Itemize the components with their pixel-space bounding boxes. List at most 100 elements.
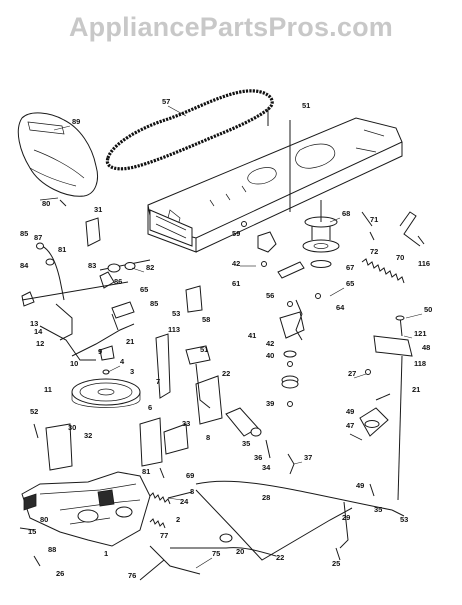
callout-118: 118	[414, 359, 426, 368]
callout-49: 49	[346, 407, 354, 416]
callout-31: 31	[94, 205, 102, 214]
drive-belt-icon	[105, 89, 274, 171]
callout-89: 89	[72, 117, 80, 126]
callout-49b: 49	[356, 481, 364, 490]
support-bracket-icon	[155, 333, 211, 409]
callout-26: 26	[56, 569, 64, 578]
callout-56: 56	[266, 291, 274, 300]
callout-85b: 85	[150, 299, 158, 308]
callout-82: 82	[146, 263, 154, 272]
callout-7: 7	[156, 377, 160, 386]
callout-11: 11	[44, 385, 52, 394]
callout-81b: 81	[142, 467, 150, 476]
callout-27: 27	[348, 369, 356, 378]
callout-72: 72	[370, 247, 378, 256]
callout-59: 59	[232, 229, 240, 238]
shift-lever-icon	[21, 242, 135, 361]
callout-64: 64	[336, 303, 345, 312]
callout-4: 4	[120, 357, 125, 366]
callout-labels: 57 51 89 31 71 68 85 87 81 83 82 72 59 4…	[20, 97, 432, 580]
callout-71: 71	[370, 215, 378, 224]
callout-9: 9	[98, 347, 102, 356]
callout-40: 40	[266, 351, 274, 360]
callout-1: 1	[104, 549, 108, 558]
callout-3: 3	[130, 367, 134, 376]
callout-113: 113	[168, 325, 180, 334]
callout-35b: 35	[374, 505, 382, 514]
callout-20: 20	[236, 547, 244, 556]
callout-21: 21	[126, 337, 134, 346]
callout-53b: 53	[400, 515, 408, 524]
seat-pan-icon	[17, 112, 98, 201]
callout-32: 32	[84, 431, 92, 440]
cable-clip-icon	[287, 453, 295, 475]
callout-37: 37	[304, 453, 312, 462]
callout-70: 70	[396, 253, 404, 262]
hardware-kit-icon	[139, 545, 201, 581]
callout-21b: 21	[412, 385, 420, 394]
callout-42: 42	[232, 259, 240, 268]
callout-57: 57	[162, 97, 170, 106]
callout-68: 68	[342, 209, 350, 218]
callout-6: 6	[148, 403, 152, 412]
spring-icon	[361, 258, 405, 284]
callout-51: 51	[302, 101, 310, 110]
callout-33: 33	[182, 419, 190, 428]
callout-58: 58	[202, 315, 210, 324]
cover-plate-icon	[185, 285, 203, 313]
callout-86: 86	[114, 277, 122, 286]
callout-76: 76	[128, 571, 136, 580]
lift-bracket-icon	[99, 259, 151, 273]
callout-65: 65	[346, 279, 354, 288]
transaxle-icon	[21, 471, 151, 547]
callout-80b: 80	[40, 515, 48, 524]
drive-pulley-icon	[71, 369, 141, 408]
callout-80: 80	[42, 199, 50, 208]
mounting-plate-icon	[85, 217, 101, 247]
return-spring-icon	[149, 491, 193, 529]
callout-87: 87	[34, 233, 42, 242]
bolt-icon	[19, 108, 425, 567]
callout-83: 83	[88, 261, 96, 270]
callout-8b: 8	[190, 487, 194, 496]
callout-47: 47	[346, 421, 354, 430]
callout-121: 121	[414, 329, 427, 338]
watermark: AppliancePartsPros.com	[68, 12, 393, 42]
callout-8: 8	[206, 433, 210, 442]
callout-36: 36	[254, 453, 262, 462]
callout-52: 52	[30, 407, 38, 416]
callout-12: 12	[36, 339, 44, 348]
callout-22b: 22	[276, 553, 284, 562]
callout-75: 75	[212, 549, 220, 558]
pedal-link-icon	[111, 301, 135, 331]
callout-24: 24	[180, 497, 189, 506]
callout-13: 13	[30, 319, 38, 328]
callout-35: 35	[242, 439, 250, 448]
spindle-pulley-icon	[289, 120, 340, 268]
callout-28: 28	[262, 493, 270, 502]
callout-29: 29	[342, 513, 350, 522]
callout-69: 69	[186, 471, 194, 480]
callout-77: 77	[160, 531, 168, 540]
callout-10: 10	[70, 359, 78, 368]
callout-50: 50	[424, 305, 432, 314]
brake-rod-long-icon	[170, 480, 405, 561]
callout-15: 15	[28, 527, 36, 536]
main-frame-icon	[147, 117, 403, 253]
callout-81: 81	[58, 245, 66, 254]
callout-51b: 51	[200, 345, 208, 354]
callout-39: 39	[266, 399, 274, 408]
callout-84: 84	[20, 261, 29, 270]
callout-48: 48	[422, 343, 430, 352]
clutch-lever-icon	[349, 315, 413, 501]
idler-bracket-icon	[257, 231, 305, 341]
callout-14: 14	[34, 327, 43, 336]
callout-41: 41	[248, 331, 256, 340]
callout-30: 30	[68, 423, 76, 432]
callout-88: 88	[48, 545, 56, 554]
callout-65b: 65	[140, 285, 148, 294]
mount-bracket-icon	[45, 375, 223, 471]
callout-42b: 42	[266, 339, 274, 348]
callout-34: 34	[262, 463, 271, 472]
